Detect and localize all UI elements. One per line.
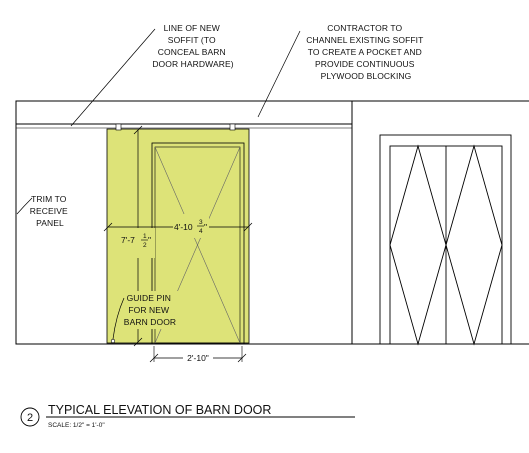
contractor-leader — [257, 30, 301, 118]
svg-text:LINE OF NEW SOFFIT (TO: LINE OF NEW SOFFIT (TO CONCEAL BARN DOOR… — [152, 23, 233, 69]
diamond-right — [445, 144, 503, 346]
width-dimension-tail: " — [204, 222, 207, 232]
note-contractor: CONTRACTOR TO CHANNEL EXISTING SOFFIT TO… — [257, 23, 426, 118]
guide-pin-leader — [112, 297, 125, 340]
note-soffit: LINE OF NEW SOFFIT (TO CONCEAL BARN DOOR… — [70, 23, 234, 127]
svg-text:TRIM TO RECEIVE PA: TRIM TO RECEIVE PANEL — [30, 194, 71, 228]
dimension-opening: 2'-10" — [149, 346, 247, 363]
dimension-width: 4'-10 3 4 " — [103, 214, 253, 238]
diamond-left — [389, 144, 447, 346]
detail-number-bubble — [20, 407, 40, 427]
width-dimension-den: 4 — [199, 228, 203, 235]
drawing-scale: SCALE: 1/2" = 1'-0" — [48, 422, 105, 429]
trim-leader — [16, 197, 33, 215]
hanger-right — [229, 123, 236, 131]
guide-pin — [110, 338, 116, 344]
detail-number: 2 — [27, 412, 33, 424]
hanger-left — [115, 123, 122, 131]
width-dimension-num: 3 — [199, 219, 203, 226]
drawing-title: TYPICAL ELEVATION OF BARN DOOR — [48, 403, 271, 417]
title-block: 2 TYPICAL ELEVATION OF BARN DOOR SCALE: … — [20, 403, 355, 429]
right-wall — [352, 100, 529, 346]
height-dimension-whole: 7'-7 — [121, 235, 135, 245]
height-dimension-num: 1 — [143, 233, 147, 240]
note-guide-pin: GUIDE PIN FOR NEW BARN DOOR — [112, 291, 179, 340]
opening-dimension: 2'-10" — [187, 353, 209, 363]
svg-text:CONTRACTOR TO CHANNEL E: CONTRACTOR TO CHANNEL EXISTING SOFFIT TO… — [306, 23, 426, 81]
note-trim: TRIM TO RECEIVE PANEL — [16, 194, 71, 228]
width-dimension-whole: 4'-10 — [174, 222, 193, 232]
soffit-leader — [70, 28, 156, 127]
svg-text:GUIDE PIN FOR NEW: GUIDE PIN FOR NEW BARN DOOR — [124, 293, 176, 327]
height-dimension-den: 2 — [143, 242, 147, 249]
height-dimension-tail: " — [148, 235, 151, 245]
existing-door-frame — [379, 134, 512, 345]
